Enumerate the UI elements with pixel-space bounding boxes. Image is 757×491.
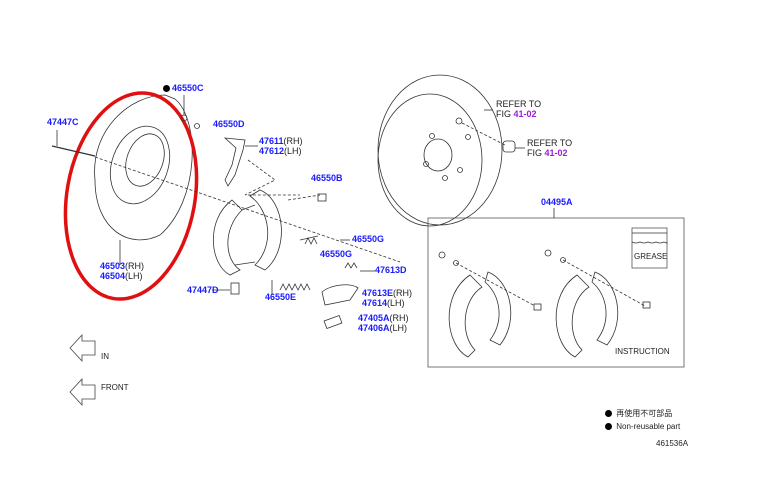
fig-ref-2[interactable]: FIG 41-02 bbox=[527, 148, 568, 158]
fig-link-41-02[interactable]: 41-02 bbox=[513, 109, 537, 119]
fig-ref-1[interactable]: FIG 41-02 bbox=[496, 109, 537, 119]
brake-shoe-drawing bbox=[213, 189, 282, 276]
part-47611-rh[interactable]: 47611(RH) bbox=[259, 136, 303, 146]
part-46503-rh[interactable]: 46503(RH) bbox=[100, 261, 145, 271]
backing-plate-drawing bbox=[94, 94, 193, 265]
part-46504-lh[interactable]: 46504(LH) bbox=[100, 271, 143, 281]
part-47613d[interactable]: 47613D bbox=[375, 265, 407, 275]
front-arrow-icon bbox=[69, 377, 96, 407]
diagram-id: 461536A bbox=[656, 439, 689, 448]
front-label: FRONT bbox=[101, 383, 129, 392]
instruction-label: INSTRUCTION bbox=[615, 347, 670, 356]
part-46550b[interactable]: 46550B bbox=[311, 173, 343, 183]
part-47447c[interactable]: 47447C bbox=[47, 117, 79, 127]
part-46550g-a[interactable]: 46550G bbox=[352, 234, 385, 244]
kit-shoe-drawings bbox=[438, 249, 651, 358]
part-47614-lh[interactable]: 47614(LH) bbox=[362, 298, 405, 308]
non-reusable-dot-icon bbox=[605, 410, 612, 417]
part-47406a-lh[interactable]: 47406A(LH) bbox=[358, 323, 408, 333]
part-46550c[interactable]: 46550C bbox=[163, 83, 204, 93]
non-reusable-dot-icon bbox=[163, 85, 170, 92]
legend-jp: 再使用不可部品 bbox=[605, 409, 672, 419]
part-04495a[interactable]: 04495A bbox=[541, 197, 573, 207]
highlight-ellipse bbox=[63, 91, 199, 301]
refer-to-label-1: REFER TO bbox=[496, 99, 542, 109]
in-arrow-icon bbox=[69, 333, 96, 363]
legend-en: Non-reusable part bbox=[605, 422, 680, 432]
part-47405a-rh[interactable]: 47405A(RH) bbox=[358, 313, 409, 323]
refer-to-label-2: REFER TO bbox=[527, 138, 573, 148]
part-47613e-rh[interactable]: 47613E(RH) bbox=[362, 288, 413, 298]
non-reusable-dot-icon bbox=[605, 423, 612, 430]
part-47447d[interactable]: 47447D bbox=[187, 285, 219, 295]
in-label: IN bbox=[101, 352, 109, 361]
part-46550d[interactable]: 46550D bbox=[213, 119, 245, 129]
kit-box bbox=[427, 217, 685, 368]
part-46550g-b[interactable]: 46550G bbox=[320, 249, 353, 259]
part-47612-lh[interactable]: 47612(LH) bbox=[259, 146, 302, 156]
fig-link-41-02[interactable]: 41-02 bbox=[544, 148, 568, 158]
part-46550e[interactable]: 46550E bbox=[265, 292, 297, 302]
brake-rotor-drawing bbox=[377, 74, 525, 227]
grease-label: GREASE bbox=[634, 252, 668, 261]
